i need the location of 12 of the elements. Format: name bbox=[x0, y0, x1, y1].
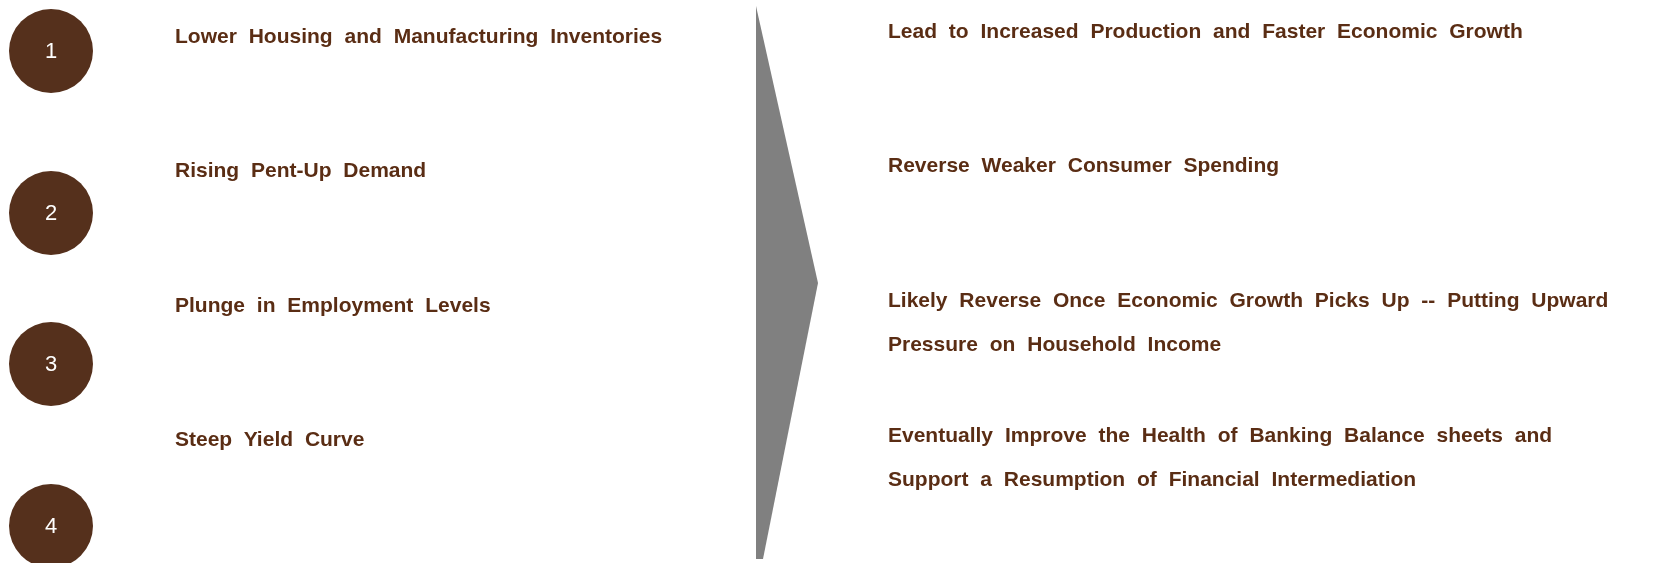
effect-text: Lead to Increased Production and Faster Economic Growth bbox=[888, 18, 1524, 44]
number-circle: 2 bbox=[9, 171, 93, 255]
factor-text: Steep Yield Curve bbox=[175, 426, 366, 452]
number-circle: 1 bbox=[9, 9, 93, 93]
factor-text: Rising Pent-Up Demand bbox=[175, 157, 428, 183]
effect-text: Likely Reverse Once Economic Growth Picks Up -- Putting Upward Pressure on Household Income bbox=[888, 287, 1610, 357]
factor-text: Lower Housing and Manufacturing Inventories bbox=[175, 23, 664, 49]
number-circle: 3 bbox=[9, 322, 93, 406]
effect-text: Reverse Weaker Consumer Spending bbox=[888, 152, 1281, 178]
effect-text: Eventually Improve the Health of Banking Balance sheets and Support a Resumption of Financial Intermediation bbox=[888, 422, 1554, 492]
number-circle: 4 bbox=[9, 484, 93, 563]
factor-text: Plunge in Employment Levels bbox=[175, 292, 492, 318]
